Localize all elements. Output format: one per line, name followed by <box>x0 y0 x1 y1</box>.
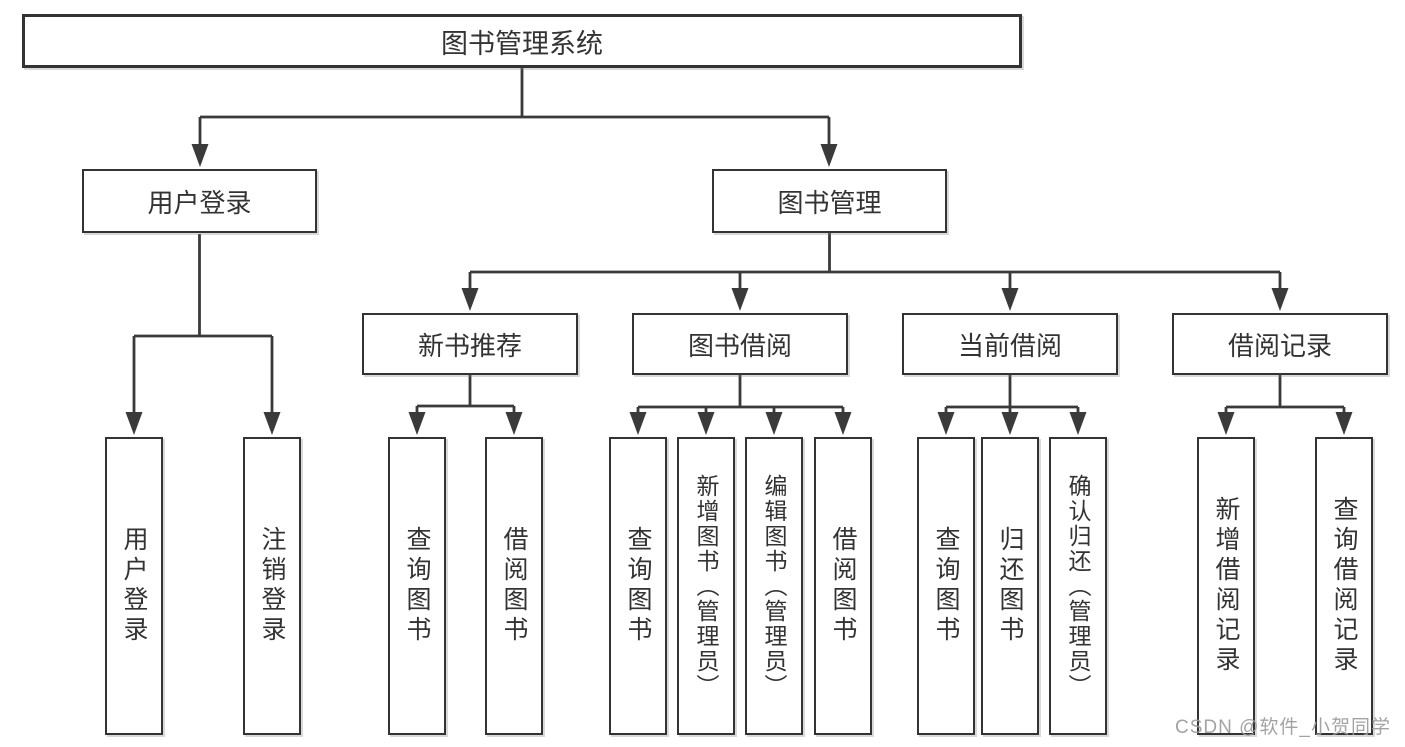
node-book-borrow: 图书借阅 <box>632 313 848 375</box>
leaf-borrow-books-recommend: 借阅图书 <box>485 437 543 735</box>
leaf-label: 注销登录 <box>258 526 286 646</box>
connector-book-borrow-to-children <box>629 374 852 435</box>
node-label: 借阅记录 <box>1227 330 1332 361</box>
leaf-label: 新增借阅记录 <box>1212 496 1240 676</box>
leaf-query-books-recommend: 查询图书 <box>388 437 446 735</box>
leaf-add-books-admin: 新增图书（管理员） <box>677 437 735 735</box>
leaf-label: 确认归还（管理员） <box>1065 473 1091 699</box>
node-label: 图书管理 <box>777 187 882 218</box>
leaf-label: 归还图书 <box>996 526 1024 646</box>
leaf-label: 查询图书 <box>403 526 431 646</box>
node-label: 当前借阅 <box>957 330 1062 361</box>
node-new-book-recommend: 新书推荐 <box>362 313 578 375</box>
leaf-label: 查询图书 <box>624 526 652 646</box>
connector-user-login-to-children <box>125 234 281 435</box>
node-user-login: 用户登录 <box>82 169 317 233</box>
csdn-watermark: CSDN @软件_小贺同学 <box>1175 717 1391 738</box>
leaf-add-borrow-record: 新增借阅记录 <box>1197 437 1255 735</box>
node-borrow-records: 借阅记录 <box>1172 313 1388 375</box>
connector-borrow-records-to-children <box>1217 374 1353 435</box>
node-label: 图书借阅 <box>687 330 792 361</box>
connector-book-management-to-level3 <box>461 232 1289 311</box>
leaf-confirm-return-admin: 确认归还（管理员） <box>1049 437 1107 735</box>
leaf-label: 用户登录 <box>120 526 148 646</box>
connector-root-to-level2 <box>191 68 838 167</box>
node-book-management: 图书管理 <box>712 169 947 233</box>
leaf-edit-books-admin: 编辑图书（管理员） <box>745 437 803 735</box>
leaf-query-books-borrow: 查询图书 <box>609 437 667 735</box>
leaf-query-books-current: 查询图书 <box>917 437 975 735</box>
node-label: 新书推荐 <box>417 330 522 361</box>
leaf-return-books: 归还图书 <box>981 437 1039 735</box>
node-label: 用户登录 <box>147 187 252 218</box>
leaf-borrow-books: 借阅图书 <box>814 437 872 735</box>
connector-new-book-to-children <box>408 374 523 435</box>
leaf-user-login: 用户登录 <box>105 437 163 735</box>
leaf-label: 借阅图书 <box>500 526 528 646</box>
connector-current-borrow-to-children <box>937 374 1087 435</box>
leaf-logout: 注销登录 <box>243 437 301 735</box>
leaf-label: 借阅图书 <box>829 526 857 646</box>
leaf-query-borrow-record: 查询借阅记录 <box>1315 437 1373 735</box>
leaf-label: 查询借阅记录 <box>1330 496 1358 676</box>
leaf-label: 新增图书（管理员） <box>693 473 719 699</box>
leaf-label: 编辑图书（管理员） <box>761 473 787 699</box>
root-label: 图书管理系统 <box>441 28 603 59</box>
node-root-system-title: 图书管理系统 <box>22 14 1022 68</box>
node-current-borrow: 当前借阅 <box>902 313 1118 375</box>
leaf-label: 查询图书 <box>932 526 960 646</box>
